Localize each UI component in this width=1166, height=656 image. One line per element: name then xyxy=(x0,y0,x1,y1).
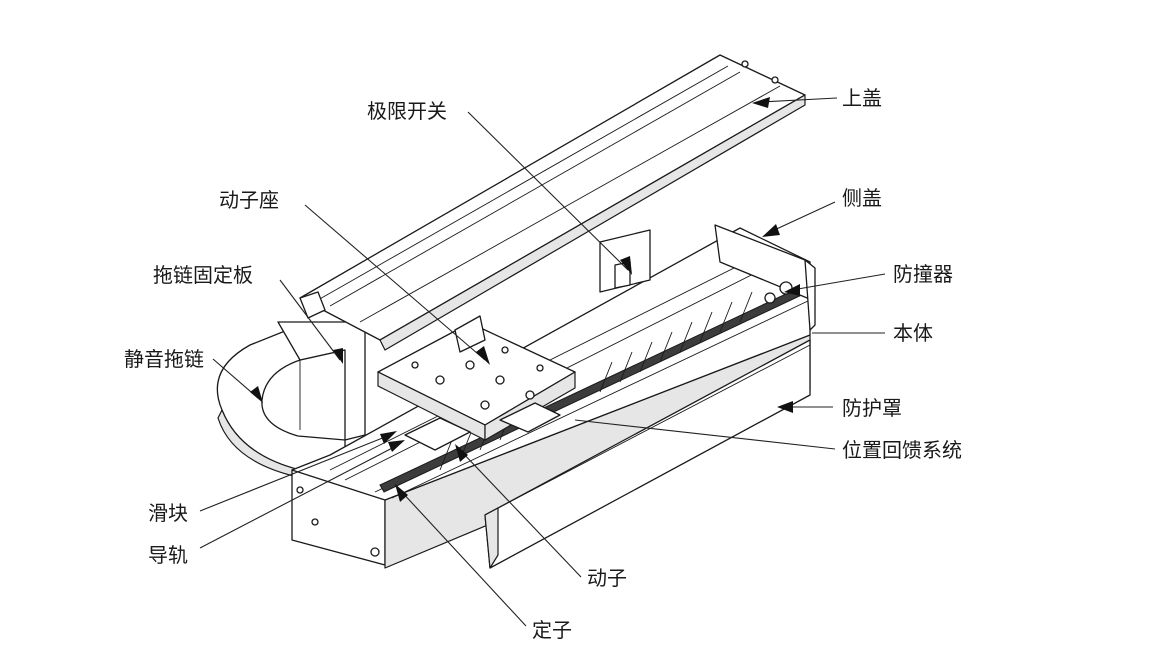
callout-limit-switch: 极限开关 xyxy=(367,99,447,123)
callout-body: 本体 xyxy=(893,321,933,345)
callout-stator: 定子 xyxy=(532,618,572,642)
callout-mover-seat: 动子座 xyxy=(219,188,279,212)
callout-side-cover: 侧盖 xyxy=(842,186,882,210)
callout-mover: 动子 xyxy=(587,566,627,590)
callout-upper-cover: 上盖 xyxy=(842,86,882,110)
upper-cover-part xyxy=(299,54,806,351)
protective-cover-part xyxy=(484,339,811,569)
callout-protective-cover: 防护罩 xyxy=(842,396,902,420)
callout-bumper: 防撞器 xyxy=(893,262,953,286)
callout-position-feedback: 位置回馈系统 xyxy=(842,438,962,462)
callout-slider: 滑块 xyxy=(148,501,188,525)
callout-drag-chain-plate: 拖链固定板 xyxy=(153,263,253,287)
callout-silent-drag-chain: 静音拖链 xyxy=(124,347,204,371)
callout-guide-rail: 导轨 xyxy=(148,543,188,567)
leader-lines xyxy=(199,97,886,627)
mover-seat-part xyxy=(377,315,576,451)
